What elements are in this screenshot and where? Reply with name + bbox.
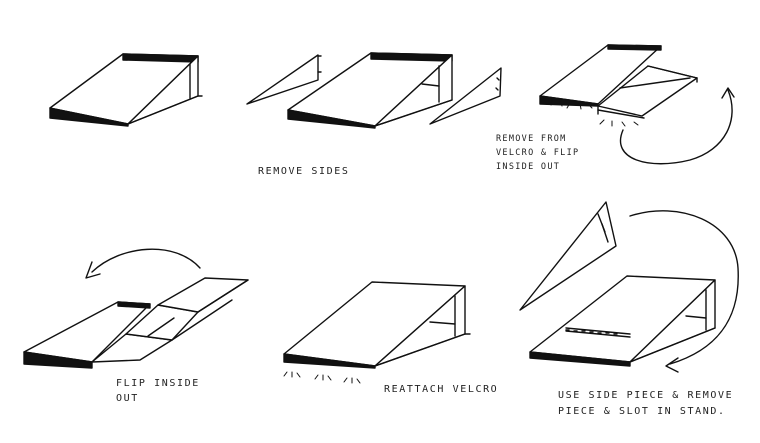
stand-unfolding: [539, 44, 698, 119]
flip-arrow-right: [620, 87, 735, 165]
stand-reattached: [283, 281, 471, 369]
stand-flipped: [23, 277, 249, 369]
velcro-marks-2: [283, 371, 361, 384]
caption-line: REMOVE FROM: [496, 134, 567, 144]
caption-line: OUT: [116, 393, 139, 404]
velcro-marks-1: [539, 97, 639, 127]
stand-assembled-1: [49, 53, 203, 127]
caption-remove-velcro: REMOVE FROM VELCRO & FLIP INSIDE OUT: [496, 132, 579, 174]
flip-arrow-left: [85, 248, 201, 279]
caption-line: FLIP INSIDE: [116, 378, 200, 389]
side-piece-right: [429, 67, 502, 125]
caption-line: VELCRO & FLIP: [496, 148, 580, 158]
side-piece-left: [246, 54, 322, 105]
caption-line: INSIDE OUT: [496, 162, 561, 172]
stand-without-sides: [287, 52, 453, 129]
insert-arrow: [629, 210, 739, 373]
caption-line: REMOVE SIDES: [258, 166, 350, 177]
caption-line: REATTACH VELCRO: [384, 384, 499, 395]
caption-remove-sides: REMOVE SIDES: [258, 164, 349, 179]
caption-line: PIECE & SLOT IN STAND.: [558, 406, 726, 417]
caption-reattach-velcro: REATTACH VELCRO: [384, 382, 498, 397]
caption-line: USE SIDE PIECE & REMOVE: [558, 390, 734, 401]
caption-use-side-piece: USE SIDE PIECE & REMOVE PIECE & SLOT IN …: [558, 388, 733, 420]
caption-flip-inside-out: FLIP INSIDE OUT: [116, 376, 200, 406]
stand-with-slot: [529, 275, 716, 367]
side-piece-slot: [519, 201, 617, 311]
